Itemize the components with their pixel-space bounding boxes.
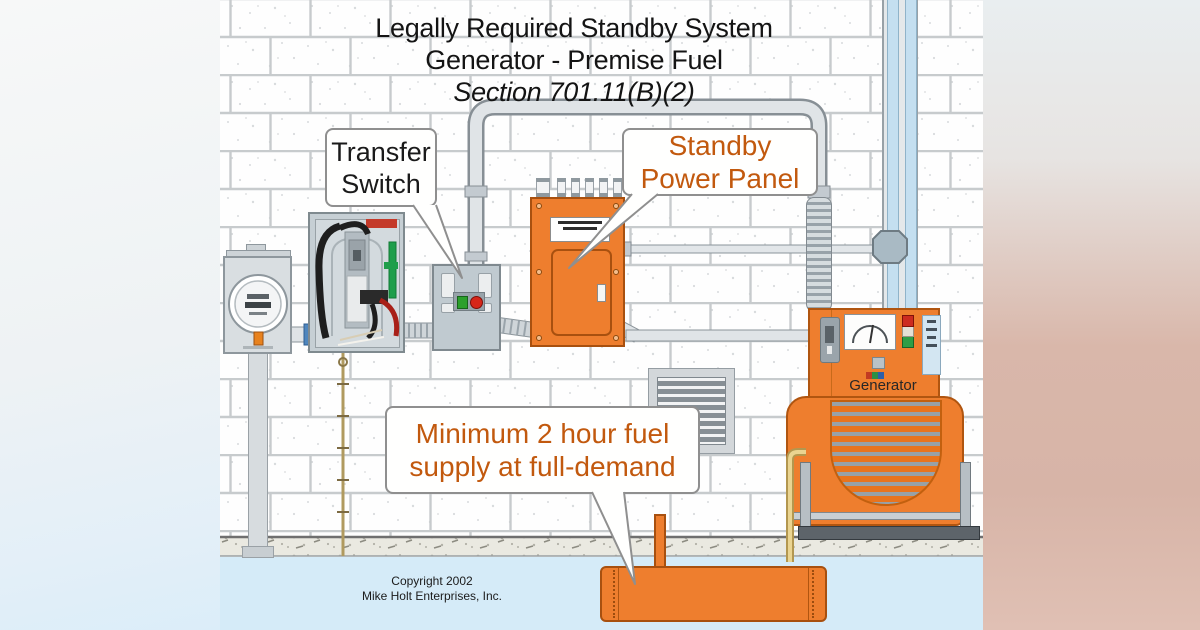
ts-button-plate bbox=[453, 292, 485, 311]
generator-spec-label bbox=[922, 315, 941, 375]
ts-green-button bbox=[457, 296, 468, 309]
ts-slot bbox=[441, 273, 455, 298]
transfer-switch-callout: Transfer Switch bbox=[325, 128, 437, 207]
fuel-supply-callout-line1: Minimum 2 hour fuel bbox=[415, 418, 670, 449]
transfer-switch-pointer bbox=[412, 204, 463, 279]
transfer-switch bbox=[432, 264, 501, 351]
ground-wire-staples bbox=[337, 383, 349, 513]
exhaust-damper bbox=[872, 230, 908, 264]
main-conduit bbox=[470, 101, 825, 270]
fuel-line bbox=[788, 450, 806, 562]
panel-door-handle bbox=[597, 284, 606, 302]
tank-rivets-right bbox=[812, 570, 814, 618]
conduit-coupling bbox=[464, 251, 488, 262]
standby-panel-pointer bbox=[568, 193, 659, 269]
tank-cap-right bbox=[808, 568, 809, 620]
generator-badge bbox=[872, 357, 885, 369]
disconnect-detail bbox=[315, 219, 400, 346]
panel-door bbox=[551, 249, 612, 336]
switch-toggle bbox=[827, 346, 832, 354]
generator-flex-conduit bbox=[806, 197, 832, 312]
fuel-tank bbox=[600, 566, 827, 622]
fuel-supply-callout-line2: supply at full-demand bbox=[409, 451, 676, 482]
generator-logo bbox=[866, 372, 884, 379]
standby-panel-callout-line1: Standby bbox=[668, 130, 772, 161]
generator-head: Generator bbox=[808, 308, 941, 398]
tank-cap-left bbox=[618, 568, 619, 620]
meter-dial bbox=[228, 274, 288, 349]
left-gradient-margin bbox=[0, 0, 220, 630]
fuel-supply-callout: Minimum 2 hour fuel supply at full-deman… bbox=[385, 406, 700, 494]
ts-red-button bbox=[470, 296, 483, 309]
copyright-notice: Copyright 2002 Mike Holt Enterprises, In… bbox=[282, 574, 582, 604]
generator-grille bbox=[830, 400, 942, 506]
switch-toggle-well bbox=[825, 326, 834, 343]
exhaust-stack bbox=[882, 0, 918, 310]
generator-gauge bbox=[844, 314, 896, 350]
exhaust-pipe-right bbox=[905, 0, 917, 310]
copyright-line2: Mike Holt Enterprises, Inc. bbox=[361, 589, 503, 603]
fuel-supply-pointer bbox=[591, 491, 636, 585]
standby-panel-callout: Standby Power Panel bbox=[622, 128, 818, 196]
transfer-switch-callout-line2: Switch bbox=[341, 168, 421, 199]
diagram-stage: Generator Legally Required Standby Syste… bbox=[220, 0, 983, 630]
generator-crossbar bbox=[788, 512, 962, 520]
standby-panel-fuses bbox=[530, 178, 625, 198]
service-disconnect bbox=[308, 212, 405, 353]
ts-panel-conduit bbox=[496, 317, 536, 339]
page-title: Legally Required Standby System Generato… bbox=[304, 12, 844, 108]
meter-post-base bbox=[242, 546, 274, 558]
right-gradient-margin bbox=[983, 0, 1200, 630]
callout-pointers bbox=[412, 193, 659, 585]
copyright-line1: Copyright 2002 bbox=[391, 574, 473, 588]
conduit-coupling bbox=[464, 185, 488, 198]
fuel-pipe-layer bbox=[786, 448, 806, 562]
standby-panel-callout-line2: Power Panel bbox=[640, 163, 800, 194]
generator-switch bbox=[820, 317, 840, 363]
title-line-2: Generator - Premise Fuel bbox=[425, 45, 723, 75]
generator-indicator-lights bbox=[902, 315, 914, 349]
generator-pad bbox=[798, 526, 980, 540]
ground-clamp bbox=[338, 357, 348, 367]
flex-ridges bbox=[408, 323, 428, 338]
title-line-3: Section 701.11(B)(2) bbox=[453, 77, 695, 107]
tank-rivets-left bbox=[613, 570, 615, 618]
title-line-1: Legally Required Standby System bbox=[375, 13, 773, 43]
utility-meter bbox=[223, 256, 292, 354]
transfer-switch-callout-line1: Transfer bbox=[331, 136, 431, 167]
generator-label: Generator bbox=[849, 377, 917, 394]
ts-slot bbox=[478, 273, 492, 298]
conduit-layer bbox=[267, 98, 908, 556]
